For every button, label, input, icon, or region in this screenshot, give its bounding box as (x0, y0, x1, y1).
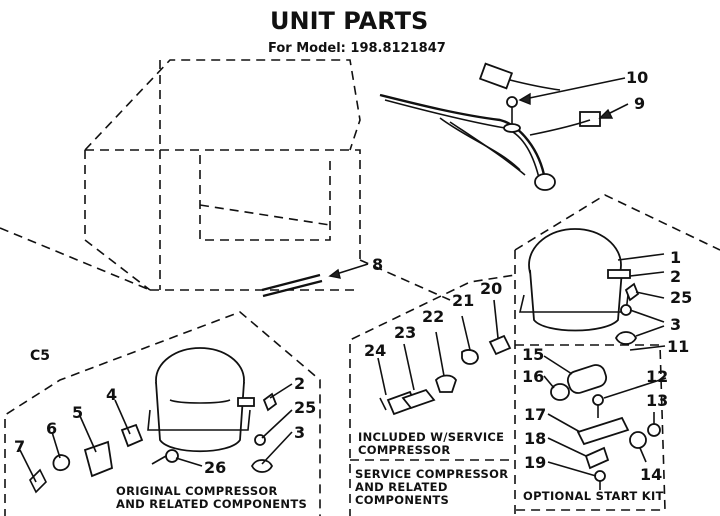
caption-service-line2: AND RELATED (355, 480, 448, 494)
callout-14: 14 (640, 465, 662, 484)
callout-4: 4 (106, 385, 117, 404)
callout-26: 26 (204, 458, 226, 477)
page-title: UNIT PARTS (270, 7, 428, 35)
callout-17: 17 (524, 405, 546, 424)
callout-12: 12 (646, 367, 668, 386)
original-compressor-group (4, 311, 321, 516)
callout-2-service: 2 (670, 267, 681, 286)
callout-labels: 1 2 2 3 3 4 5 6 7 8 9 10 11 12 13 14 15 … (14, 68, 692, 484)
wiring-harness (379, 62, 601, 191)
callout-10: 10 (626, 68, 648, 87)
callout-2-original: 2 (294, 374, 305, 393)
callout-8: 8 (372, 255, 383, 274)
caption-included-line2: COMPRESSOR (358, 443, 450, 457)
callout-5: 5 (72, 403, 83, 422)
service-compressor-group (349, 194, 720, 516)
group-captions: ORIGINAL COMPRESSOR AND RELATED COMPONEN… (116, 430, 664, 511)
callout-21: 21 (452, 291, 474, 310)
leader-lines-top (328, 77, 629, 279)
callout-25-original: 25 (294, 398, 316, 417)
callout-24: 24 (364, 341, 386, 360)
callout-19: 19 (524, 453, 546, 472)
callout-20: 20 (480, 279, 502, 298)
caption-original-line2: AND RELATED COMPONENTS (116, 497, 307, 511)
callout-9: 9 (634, 94, 645, 113)
callout-16: 16 (522, 367, 544, 386)
start-kit-group (515, 344, 667, 511)
cabinet-outline (0, 59, 451, 301)
model-subtitle: For Model: 198.8121847 (268, 41, 446, 56)
caption-original-line1: ORIGINAL COMPRESSOR (116, 484, 278, 498)
callout-18: 18 (524, 429, 546, 448)
callout-15: 15 (522, 345, 544, 364)
page-code: C5 (30, 348, 50, 364)
callout-6: 6 (46, 419, 57, 438)
caption-start-kit: OPTIONAL START KIT (523, 489, 664, 503)
callout-23: 23 (394, 323, 416, 342)
callout-11: 11 (667, 337, 689, 356)
callout-1: 1 (670, 248, 681, 267)
callout-22: 22 (422, 307, 444, 326)
caption-included-line1: INCLUDED W/SERVICE (358, 430, 504, 444)
callout-3-original: 3 (294, 423, 305, 442)
drier-part (261, 273, 323, 298)
callout-7: 7 (14, 437, 25, 456)
caption-service-line1: SERVICE COMPRESSOR (355, 467, 508, 481)
caption-service-line3: COMPONENTS (355, 493, 449, 507)
callout-3-service: 3 (670, 315, 681, 334)
callout-25-service: 25 (670, 288, 692, 307)
callout-13: 13 (646, 391, 668, 410)
